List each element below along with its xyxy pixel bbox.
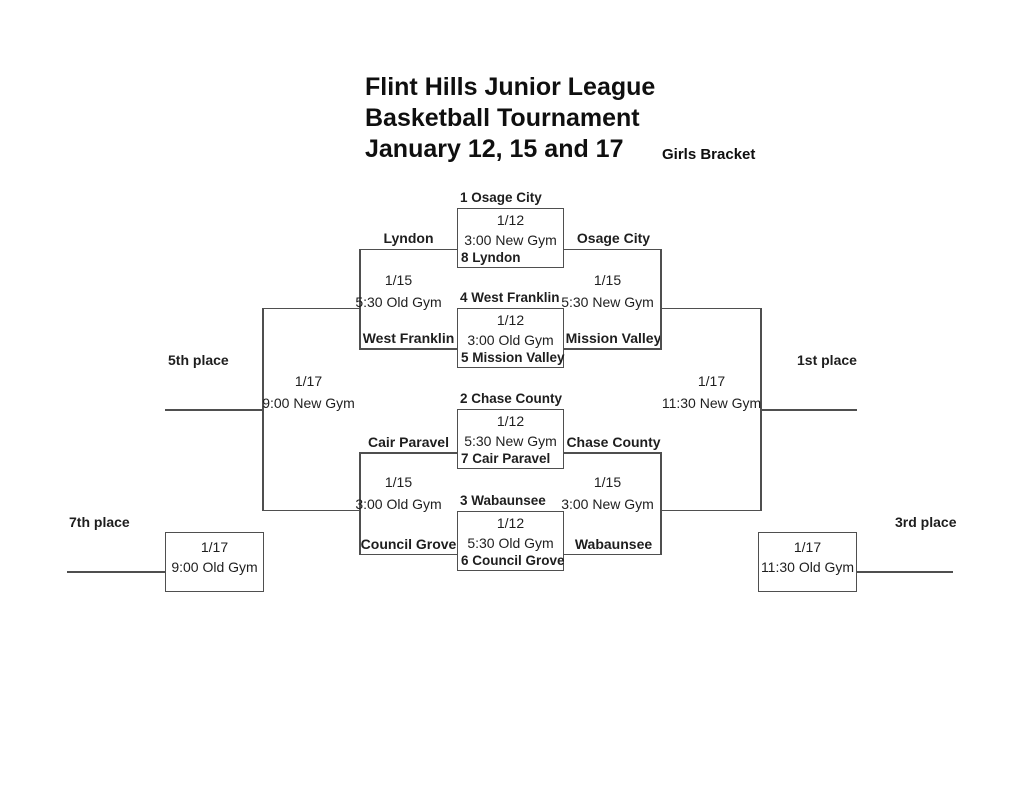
- championship-semi1-bottom-team: Mission Valley: [565, 330, 662, 346]
- round1-game3-date: 1/12: [496, 413, 525, 429]
- first-place-location: 11:30 New Gym: [661, 394, 762, 411]
- consolation-semi1-top-line: [359, 248, 458, 250]
- round1-game4-box: 1/12 5:30 Old Gym 6 Council Grove: [457, 511, 565, 571]
- seventh-place-location: 9:00 Old Gym: [171, 559, 258, 575]
- consolation-semi1-top-team: Lyndon: [383, 230, 434, 246]
- consolation-semi1-winner-line: [262, 307, 359, 309]
- consolation-semi2-date: 1/15: [384, 474, 413, 490]
- round1-game2-date: 1/12: [496, 312, 525, 328]
- consolation-semi1-bottom-team: West Franklin: [362, 330, 455, 346]
- championship-semi2-info: 1/15 3:00 New Gym: [557, 472, 658, 515]
- title-line-3: January 12, 15 and 17: [365, 135, 624, 163]
- consolation-semi2-top-line: [359, 452, 458, 454]
- championship-semi2-bottom-team: Wabaunsee: [574, 535, 653, 552]
- first-place-date: 1/17: [697, 373, 726, 389]
- third-place-box: 1/17 11:30 Old Gym: [758, 532, 857, 592]
- round1-game2-top-seed: 4 West Franklin: [460, 290, 560, 305]
- round1-game1-box: 1/12 3:00 New Gym 8 Lyndon: [457, 208, 564, 268]
- consolation-semi1-location: 5:30 Old Gym: [355, 293, 442, 310]
- consolation-semi1-bottom-line: [359, 348, 458, 350]
- championship-semi1-bottom-line: [563, 348, 661, 350]
- first-place-info: 1/17 11:30 New Gym: [661, 371, 762, 414]
- round1-game1-top-seed: 1 Osage City: [460, 190, 542, 205]
- round1-game1-bottom-seed: 8 Lyndon: [461, 250, 521, 265]
- fifth-place-vertical: [262, 307, 264, 511]
- fifth-place-label: 5th place: [168, 351, 229, 368]
- round1-game1-date: 1/12: [496, 212, 525, 228]
- championship-semi2-location: 3:00 New Gym: [561, 495, 654, 512]
- title-line-1: Flint Hills Junior League: [365, 73, 656, 101]
- first-place-line: [760, 409, 857, 411]
- consolation-semi2-vertical: [359, 452, 361, 555]
- championship-semi2-bottom-line: [563, 553, 661, 555]
- bracket-label: Girls Bracket: [662, 146, 756, 163]
- round1-game3-top-seed: 2 Chase County: [460, 391, 563, 406]
- consolation-semi1-info: 1/15 5:30 Old Gym: [348, 270, 449, 313]
- championship-semi1-top-team: Osage City: [576, 230, 651, 246]
- round1-game4-date: 1/12: [496, 515, 525, 531]
- title-line-2: Basketball Tournament: [365, 104, 640, 132]
- championship-semi1-vertical: [660, 248, 662, 350]
- seventh-place-line: [67, 571, 165, 573]
- championship-semi2-top-line: [563, 452, 661, 454]
- championship-semi2-vertical: [660, 452, 662, 555]
- consolation-semi1-date: 1/15: [384, 272, 413, 288]
- fifth-place-location: 9:00 New Gym: [262, 394, 355, 411]
- round1-game2-bottom-seed: 5 Mission Valley: [461, 350, 565, 365]
- fifth-place-date: 1/17: [294, 373, 323, 389]
- third-place-line: [857, 571, 953, 573]
- round1-game3-location: 5:30 New Gym: [464, 433, 557, 449]
- round1-game3-box: 1/12 5:30 New Gym 7 Cair Paravel: [457, 409, 564, 469]
- consolation-semi1-vertical: [359, 248, 361, 350]
- round1-game3-bottom-seed: 7 Cair Paravel: [461, 451, 551, 466]
- round1-game2-box: 1/12 3:00 Old Gym 5 Mission Valley: [457, 308, 565, 368]
- seventh-place-date: 1/17: [200, 539, 229, 555]
- consolation-semi2-bottom-line: [359, 553, 458, 555]
- seventh-place-box: 1/17 9:00 Old Gym: [165, 532, 264, 592]
- consolation-semi2-top-team: Cair Paravel: [368, 434, 449, 450]
- fifth-place-line: [165, 409, 262, 411]
- championship-semi2-winner-line: [661, 509, 760, 511]
- round1-game4-top-seed: 3 Wabaunsee: [460, 493, 546, 508]
- third-place-location: 11:30 Old Gym: [760, 559, 855, 575]
- round1-game4-bottom-seed: 6 Council Grove: [461, 553, 565, 568]
- round1-game4-location: 5:30 Old Gym: [467, 535, 554, 551]
- championship-semi2-date: 1/15: [593, 474, 622, 490]
- consolation-semi2-location: 3:00 Old Gym: [355, 495, 442, 512]
- seventh-place-label: 7th place: [69, 513, 130, 530]
- fifth-place-info: 1/17 9:00 New Gym: [258, 371, 359, 414]
- round1-game2-location: 3:00 Old Gym: [467, 332, 554, 348]
- third-place-date: 1/17: [793, 539, 822, 555]
- consolation-semi2-winner-line: [262, 509, 359, 511]
- championship-semi1-date: 1/15: [593, 272, 622, 288]
- championship-semi1-info: 1/15 5:30 New Gym: [557, 270, 658, 313]
- third-place-label: 3rd place: [895, 513, 957, 530]
- first-place-label: 1st place: [797, 351, 857, 368]
- consolation-semi2-bottom-team: Council Grove: [360, 535, 457, 552]
- championship-semi1-location: 5:30 New Gym: [561, 293, 654, 310]
- tournament-title: Flint Hills Junior League Basketball Tou…: [365, 72, 655, 165]
- consolation-semi2-info: 1/15 3:00 Old Gym: [348, 472, 449, 515]
- championship-semi2-top-team: Chase County: [566, 434, 661, 450]
- round1-game1-location: 3:00 New Gym: [464, 232, 557, 248]
- championship-semi1-winner-line: [661, 307, 760, 309]
- championship-semi1-top-line: [563, 248, 661, 250]
